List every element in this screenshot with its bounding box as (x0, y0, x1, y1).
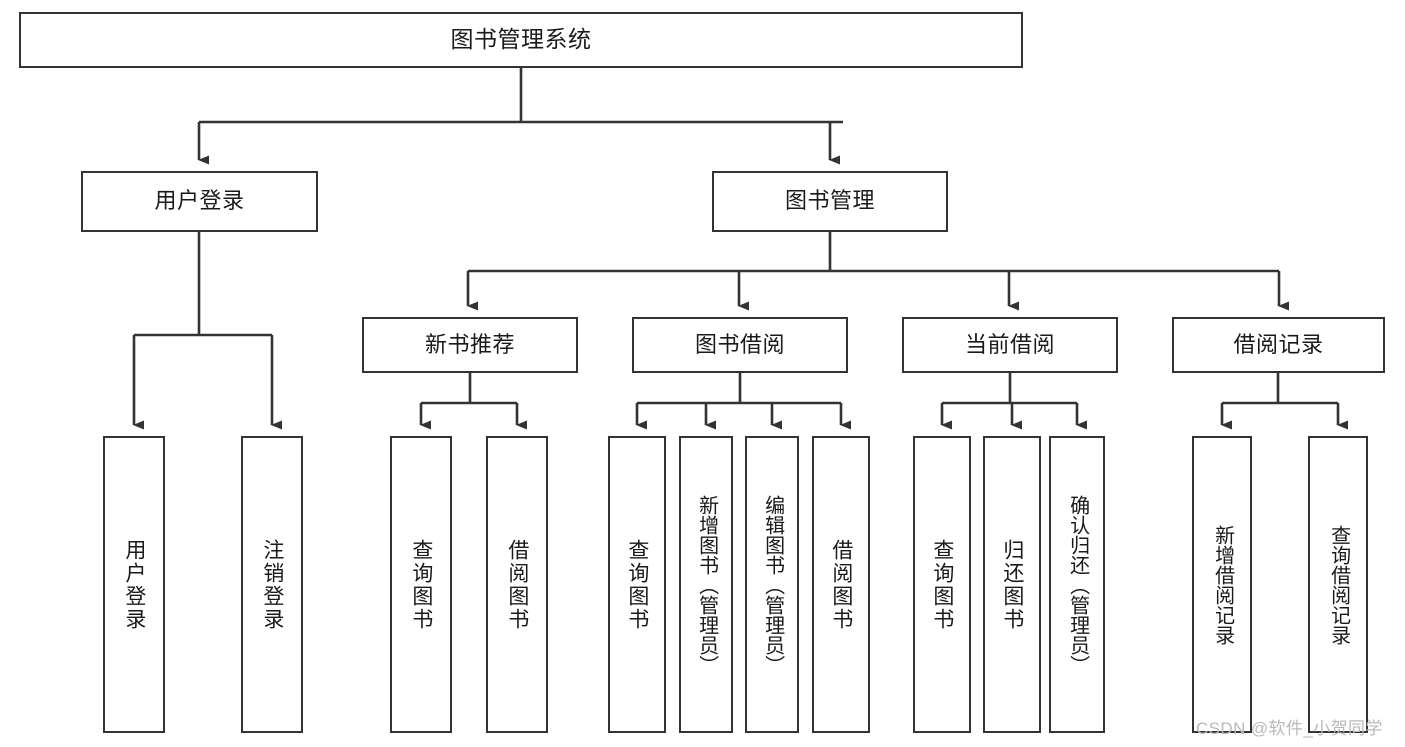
node-book-borrowing[interactable]: 图书借阅 (632, 317, 848, 373)
leaf-add-book-admin[interactable]: 新增图书（管理员） (679, 436, 733, 733)
edge-root-split (197, 68, 843, 165)
leaf-borrow-book[interactable]: 借阅图书 (812, 436, 870, 733)
leaf-query-book-recommendation[interactable]: 查询图书 (390, 436, 452, 733)
leaf-query-book-current[interactable]: 查询图书 (913, 436, 971, 733)
edge-newbook-split (419, 373, 527, 430)
leaf-return-book[interactable]: 归还图书 (983, 436, 1041, 733)
edge-userlogin-split (132, 232, 282, 430)
leaf-query-borrow-record[interactable]: 查询借阅记录 (1308, 436, 1368, 733)
node-current-borrowing[interactable]: 当前借阅 (902, 317, 1118, 373)
node-user-login[interactable]: 用户登录 (81, 171, 318, 232)
node-borrow-records[interactable]: 借阅记录 (1172, 317, 1385, 373)
edge-record-split (1220, 373, 1348, 430)
edge-borrow-split (635, 373, 851, 430)
leaf-add-borrow-record[interactable]: 新增借阅记录 (1192, 436, 1252, 733)
edge-bookmgmt-split (466, 232, 1289, 311)
leaf-borrow-book-recommendation[interactable]: 借阅图书 (486, 436, 548, 733)
csdn-watermark: CSDN @软件_小贺同学 (1196, 719, 1383, 738)
edge-current-split (940, 373, 1087, 430)
leaf-edit-book-admin[interactable]: 编辑图书（管理员） (745, 436, 799, 733)
node-book-management[interactable]: 图书管理 (712, 171, 948, 232)
leaf-confirm-return-admin[interactable]: 确认归还（管理员） (1049, 436, 1105, 733)
node-new-book-recommendation[interactable]: 新书推荐 (362, 317, 578, 373)
leaf-logout[interactable]: 注销登录 (241, 436, 303, 733)
node-root-system[interactable]: 图书管理系统 (19, 12, 1023, 68)
leaf-user-login[interactable]: 用户登录 (103, 436, 165, 733)
leaf-query-book-borrowing[interactable]: 查询图书 (608, 436, 666, 733)
